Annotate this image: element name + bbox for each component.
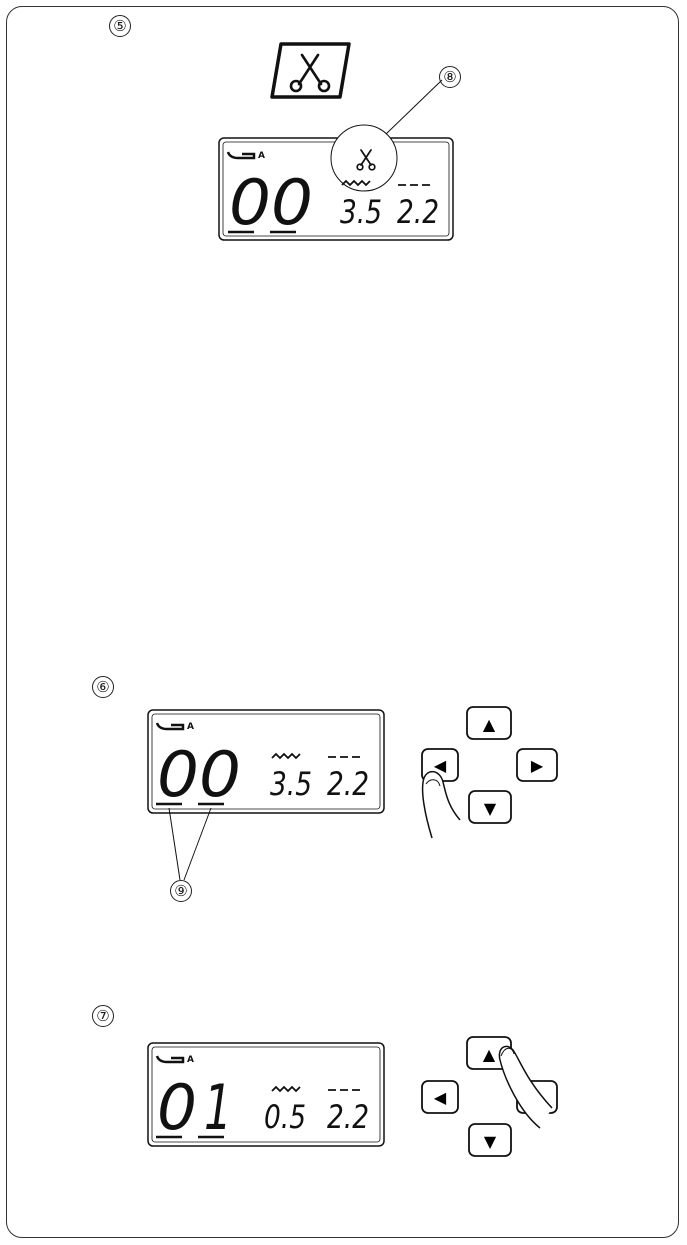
stitch-width-value: 3.5 <box>270 765 312 803</box>
lcd-panel-step5: A 00 3.5 2.2 <box>219 80 453 240</box>
lcd-panel-step7: A 0 1 0.5 2.2 <box>148 1043 384 1146</box>
up-arrow-icon: ▲ <box>483 1045 496 1064</box>
left-arrow-icon: ◀ <box>434 1088 447 1107</box>
keypad-step7: ▲ ◀ ▶ ▼ <box>422 1037 557 1156</box>
stitch-width-value: 0.5 <box>264 1098 306 1136</box>
foot-letter: A <box>187 722 194 732</box>
scissors-icon <box>291 55 329 91</box>
thread-cutter-button[interactable] <box>272 44 349 97</box>
down-arrow-button[interactable]: ▼ <box>469 791 511 823</box>
stitch-width-value: 3.5 <box>340 193 382 231</box>
pattern-number: 00 <box>157 738 241 811</box>
lcd-panel-step6: A 00 3.5 2.2 <box>148 710 384 880</box>
zigzag-width-icon <box>272 1087 300 1091</box>
stitch-length-value: 2.2 <box>327 1098 369 1136</box>
pattern-digit-1: 0 <box>157 1071 197 1144</box>
up-arrow-icon: ▲ <box>483 715 496 734</box>
pattern-digit-2: 1 <box>204 1071 232 1144</box>
zigzag-width-icon <box>272 754 300 758</box>
down-arrow-icon: ▼ <box>484 1132 497 1151</box>
down-arrow-button[interactable]: ▼ <box>469 1124 511 1156</box>
left-arrow-button[interactable]: ◀ <box>422 1081 458 1113</box>
foot-letter: A <box>258 151 265 161</box>
keypad-step6: ▲ ◀ ▶ ▼ <box>422 707 557 838</box>
stitch-length-value: 2.2 <box>327 765 369 803</box>
presser-foot-icon <box>228 152 254 158</box>
foot-letter: A <box>187 1055 194 1065</box>
right-arrow-icon: ▶ <box>531 756 544 775</box>
pattern-number: 00 <box>229 166 313 239</box>
down-arrow-icon: ▼ <box>484 799 497 818</box>
up-arrow-button[interactable]: ▲ <box>467 707 511 739</box>
right-arrow-button[interactable]: ▶ <box>517 749 557 781</box>
stitch-length-value: 2.2 <box>397 193 439 231</box>
